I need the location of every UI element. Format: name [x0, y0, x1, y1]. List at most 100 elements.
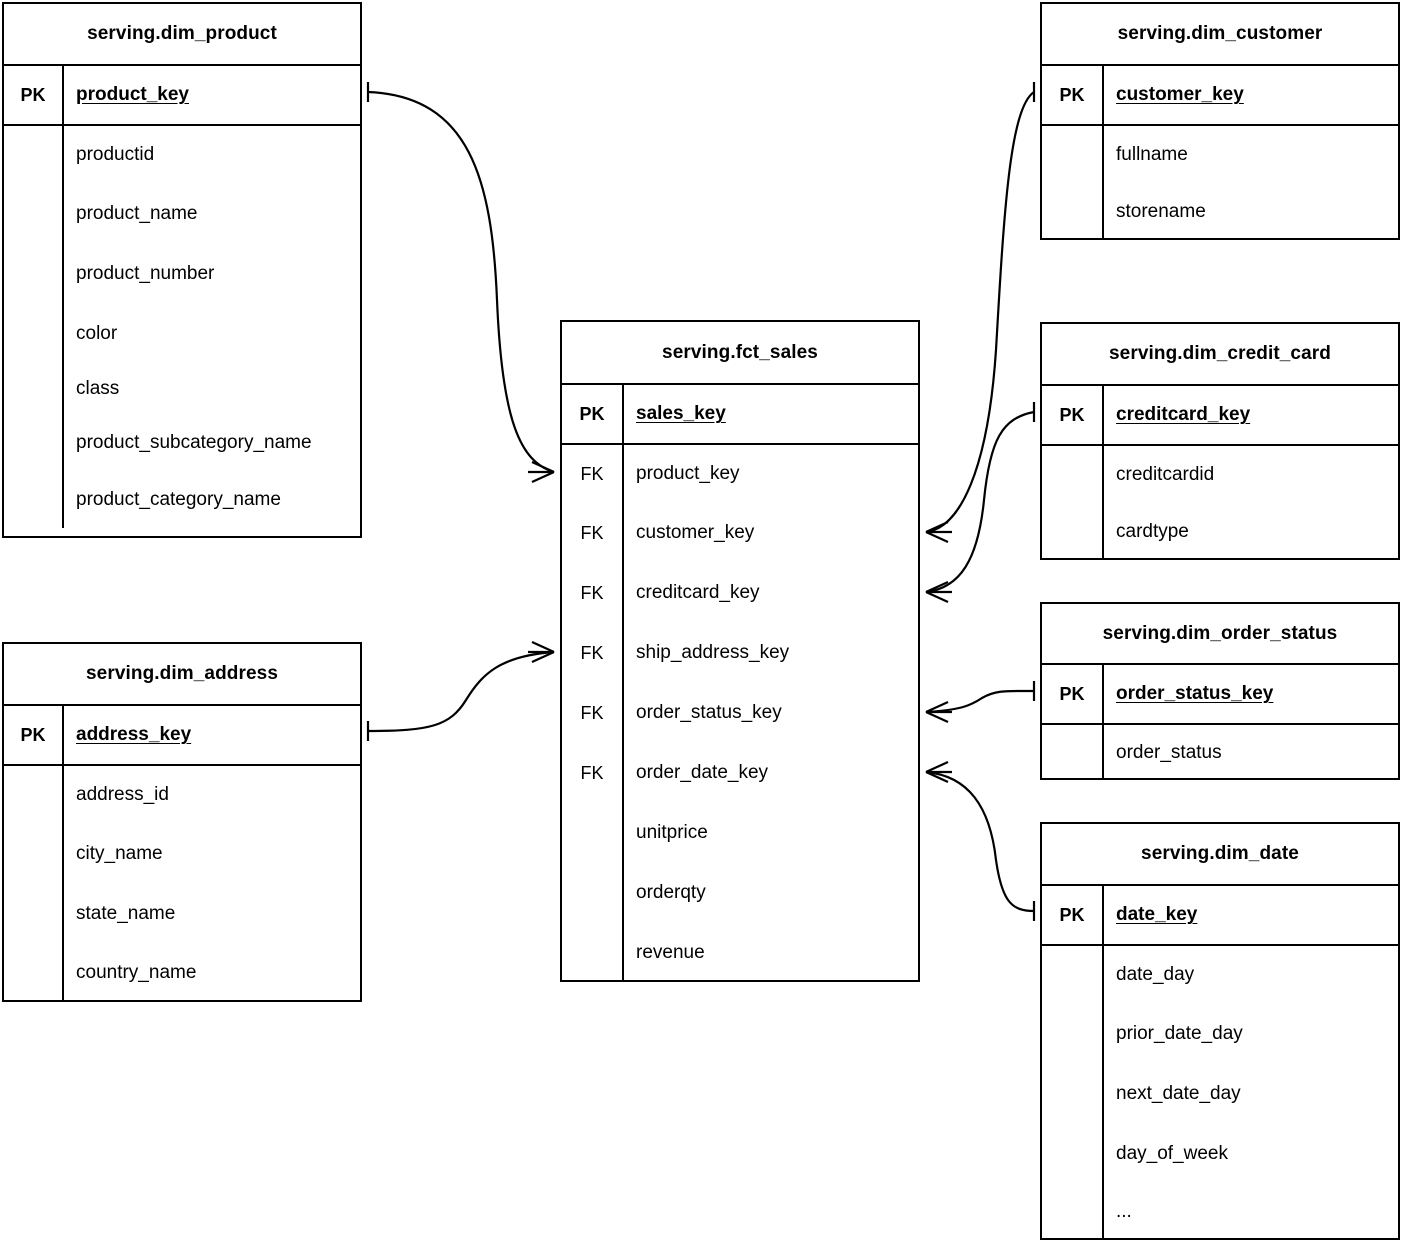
- attribute-row[interactable]: storename: [1042, 184, 1398, 240]
- attribute-row[interactable]: unitprice: [562, 803, 918, 863]
- entity-dim-credit-card[interactable]: serving.dim_credit_card PK creditcard_ke…: [1040, 322, 1400, 560]
- attribute-row[interactable]: creditcardid: [1042, 444, 1398, 504]
- key-type-label: FK: [562, 683, 624, 743]
- attribute-row[interactable]: state_name: [4, 884, 360, 944]
- attribute-row[interactable]: FK customer_key: [562, 503, 918, 563]
- attribute-rows: PK address_key address_id city_name stat…: [4, 704, 360, 1002]
- attribute-row[interactable]: FK order_date_key: [562, 743, 918, 803]
- attribute-row[interactable]: address_id: [4, 764, 360, 824]
- attribute-row[interactable]: revenue: [562, 923, 918, 982]
- attribute-row[interactable]: PK order_status_key: [1042, 663, 1398, 723]
- entity-title: serving.dim_order_status: [1102, 622, 1338, 644]
- key-type-label: [562, 923, 624, 982]
- attribute-row[interactable]: FK creditcard_key: [562, 563, 918, 623]
- key-type-label: [4, 244, 64, 304]
- attribute-row[interactable]: next_date_day: [1042, 1064, 1398, 1124]
- attribute-row[interactable]: fullname: [1042, 124, 1398, 184]
- attribute-name: product_key: [76, 84, 189, 106]
- attribute-row[interactable]: PK creditcard_key: [1042, 384, 1398, 444]
- entity-dim-date[interactable]: serving.dim_date PK date_key date_day pr…: [1040, 822, 1400, 1240]
- attribute-row[interactable]: date_day: [1042, 944, 1398, 1004]
- attribute-row[interactable]: color: [4, 304, 360, 364]
- attribute-row[interactable]: FK order_status_key: [562, 683, 918, 743]
- relationship-orderstatus-sales: [925, 681, 1036, 724]
- attribute-row[interactable]: orderqty: [562, 863, 918, 923]
- attribute-name: country_name: [76, 962, 197, 984]
- key-type-label: PK: [562, 385, 624, 443]
- key-type-label: FK: [562, 503, 624, 563]
- attribute-name: creditcard_key: [1116, 404, 1251, 426]
- key-type-label: [1042, 1184, 1104, 1240]
- attribute-name: color: [76, 323, 118, 345]
- entity-fct-sales[interactable]: serving.fct_sales PK sales_key FK produc…: [560, 320, 920, 982]
- attribute-name: fullname: [1116, 144, 1188, 166]
- attribute-row[interactable]: product_name: [4, 184, 360, 244]
- entity-dim-address[interactable]: serving.dim_address PK address_key addre…: [2, 642, 362, 1002]
- attribute-row[interactable]: city_name: [4, 824, 360, 884]
- attribute-name: ...: [1116, 1201, 1132, 1223]
- attribute-row[interactable]: product_category_name: [4, 472, 360, 528]
- key-type-label: [1042, 126, 1104, 184]
- attribute-name: creditcard_key: [636, 582, 760, 604]
- attribute-row[interactable]: day_of_week: [1042, 1124, 1398, 1184]
- key-type-label: [4, 472, 64, 528]
- attribute-row[interactable]: ...: [1042, 1184, 1398, 1240]
- attribute-row[interactable]: PK customer_key: [1042, 64, 1398, 124]
- relationship-creditcard-sales: [925, 402, 1036, 604]
- entity-dim-order-status[interactable]: serving.dim_order_status PK order_status…: [1040, 602, 1400, 780]
- attribute-row[interactable]: PK product_key: [4, 64, 360, 124]
- key-type-label: [4, 304, 64, 364]
- key-type-label: [1042, 446, 1104, 504]
- attribute-row[interactable]: FK ship_address_key: [562, 623, 918, 683]
- key-type-label: [4, 824, 64, 884]
- key-type-label: [1042, 946, 1104, 1004]
- attribute-row[interactable]: product_number: [4, 244, 360, 304]
- attribute-row[interactable]: PK address_key: [4, 704, 360, 764]
- key-type-label: [1042, 725, 1104, 780]
- attribute-name: address_id: [76, 784, 169, 806]
- attribute-name: state_name: [76, 903, 176, 925]
- attribute-row[interactable]: cardtype: [1042, 504, 1398, 560]
- attribute-row[interactable]: order_status: [1042, 723, 1398, 780]
- key-type-label: [1042, 1124, 1104, 1184]
- attribute-rows: PK sales_key FK product_key FK customer_…: [562, 383, 918, 982]
- attribute-row[interactable]: prior_date_day: [1042, 1004, 1398, 1064]
- attribute-name: address_key: [76, 724, 192, 746]
- attribute-row[interactable]: class: [4, 364, 360, 414]
- entity-dim-customer[interactable]: serving.dim_customer PK customer_key ful…: [1040, 2, 1400, 240]
- attribute-name: unitprice: [636, 822, 708, 844]
- attribute-row[interactable]: FK product_key: [562, 443, 918, 503]
- entity-dim-product[interactable]: serving.dim_product PK product_key produ…: [2, 2, 362, 538]
- key-type-label: FK: [562, 563, 624, 623]
- attribute-row[interactable]: PK sales_key: [562, 383, 918, 443]
- key-type-label: [4, 944, 64, 1002]
- attribute-name: ship_address_key: [636, 642, 790, 664]
- attribute-name: storename: [1116, 201, 1206, 223]
- attribute-name: city_name: [76, 843, 163, 865]
- key-type-label: PK: [4, 706, 64, 764]
- attribute-name: order_date_key: [636, 762, 769, 784]
- key-type-label: PK: [1042, 66, 1104, 124]
- key-type-label: [562, 863, 624, 923]
- attribute-name: date_key: [1116, 904, 1198, 926]
- attribute-name: prior_date_day: [1116, 1023, 1243, 1045]
- key-type-label: [4, 364, 64, 414]
- attribute-name: order_status: [1116, 741, 1222, 763]
- attribute-name: product_name: [76, 203, 198, 225]
- key-type-label: [562, 803, 624, 863]
- attribute-name: orderqty: [636, 882, 706, 904]
- key-type-label: [1042, 504, 1104, 560]
- entity-title: serving.fct_sales: [662, 341, 818, 363]
- attribute-row[interactable]: productid: [4, 124, 360, 184]
- attribute-row[interactable]: PK date_key: [1042, 884, 1398, 944]
- relationship-address-sales: [366, 640, 555, 741]
- attribute-name: creditcardid: [1116, 464, 1215, 486]
- attribute-row[interactable]: product_subcategory_name: [4, 414, 360, 472]
- attribute-row[interactable]: country_name: [4, 944, 360, 1002]
- key-type-label: FK: [562, 445, 624, 503]
- attribute-name: product_number: [76, 263, 215, 285]
- attribute-name: product_category_name: [76, 489, 281, 511]
- key-type-label: [4, 126, 64, 184]
- attribute-name: order_status_key: [636, 702, 782, 724]
- key-type-label: PK: [1042, 665, 1104, 723]
